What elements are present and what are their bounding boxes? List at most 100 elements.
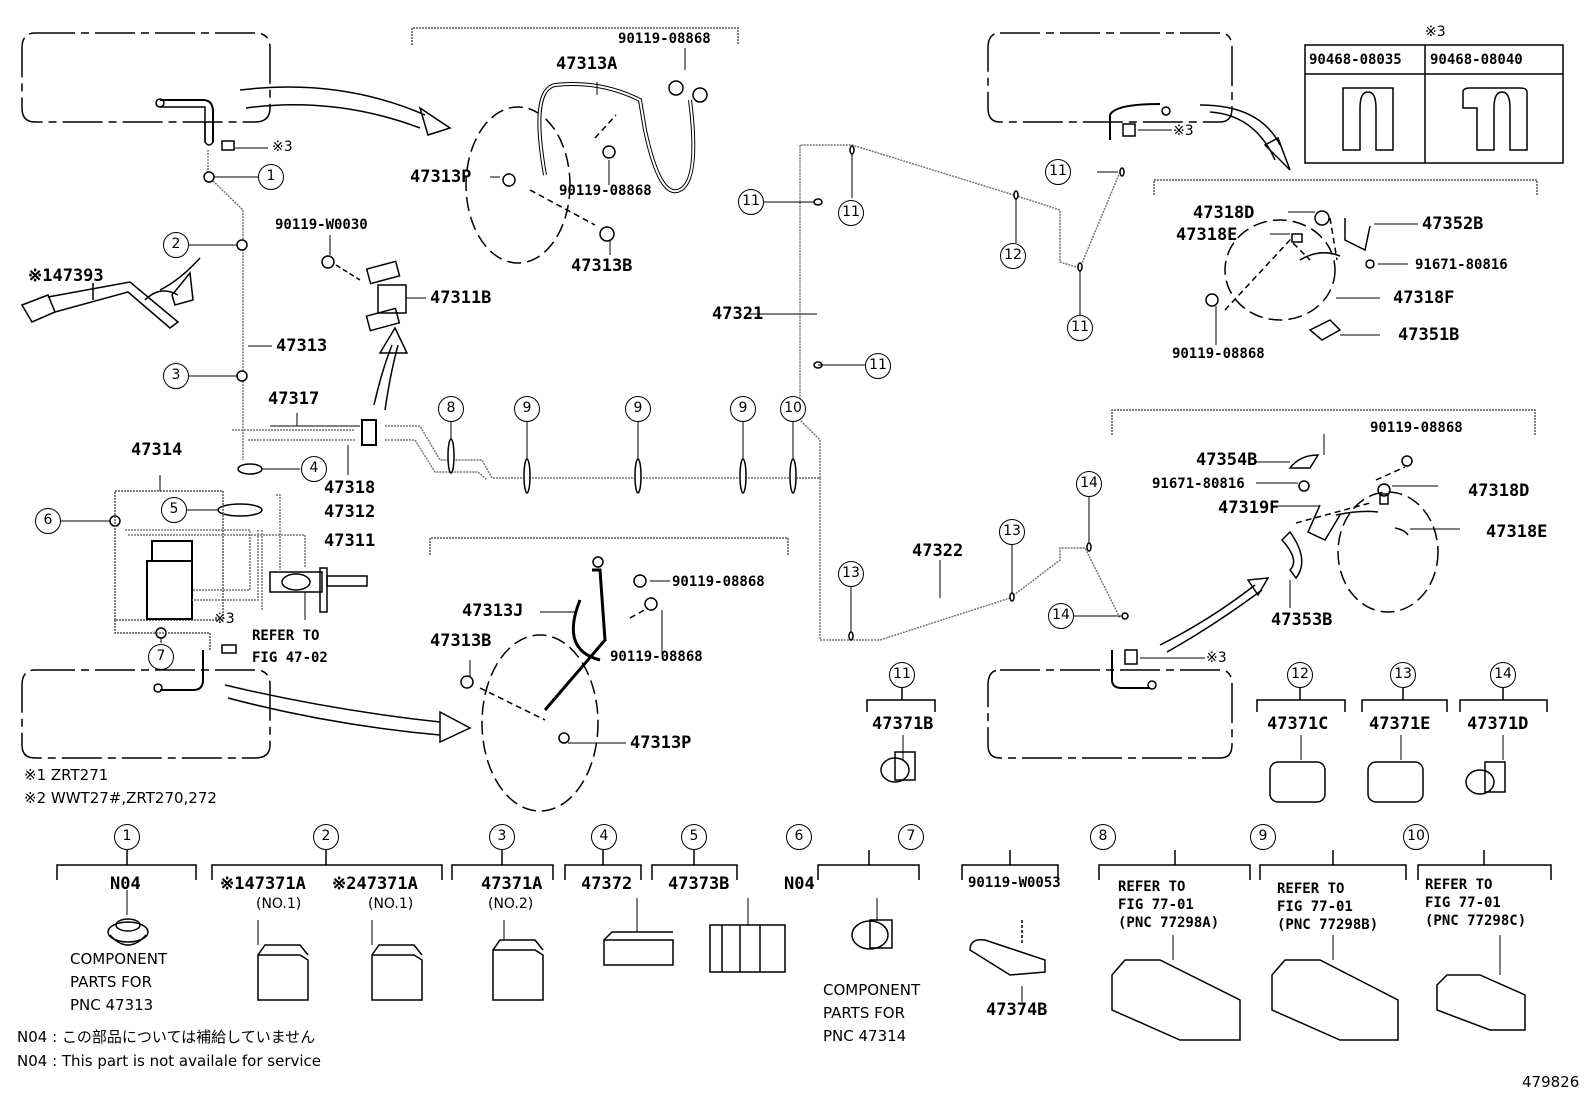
legend-callout-6[interactable]: 6 [786,824,812,850]
refer-fig-47-02-line2[interactable]: FIG 47-02 [252,650,328,666]
legend-part-47371A-no2[interactable]: 47371A [481,874,543,894]
legend-callout-3[interactable]: 3 [489,824,515,850]
legend-callout-5[interactable]: 5 [681,824,707,850]
part-label-90119-08868-bottom-a[interactable]: 90119-08868 [672,574,765,590]
part-label-47318E-top[interactable]: 47318E [1176,225,1238,245]
callout-13-b[interactable]: 13 [999,519,1025,545]
part-label-47319F[interactable]: 47319F [1218,498,1280,518]
legend-refer-77298A[interactable]: REFER TO FIG 77-01 (PNC 77298A) [1118,879,1220,931]
callout-14-a[interactable]: 14 [1076,471,1102,497]
legend-callout-12[interactable]: 12 [1287,662,1313,688]
legend-callout-7[interactable]: 7 [898,824,924,850]
callout-5[interactable]: 5 [161,497,187,523]
part-label-90119-W0030[interactable]: 90119-W0030 [275,217,368,233]
callout-11-e[interactable]: 11 [1067,315,1093,341]
legend-callout-10[interactable]: 10 [1403,824,1429,850]
part-label-90119-08868-top-b[interactable]: 90119-08868 [559,183,652,199]
part-label-90119-08868-bottom-b[interactable]: 90119-08868 [610,649,703,665]
note3-ref-top-left: ※3 [272,139,293,155]
detail-box-top-right [1153,179,1538,345]
clip-table [1304,44,1564,164]
refer-fig-47-02-line1[interactable]: REFER TO [252,628,320,644]
part-label-47311B[interactable]: 47311B [430,288,492,308]
clip-table-col-2[interactable]: 90468-08040 [1430,52,1523,68]
legend-part-47373B[interactable]: 47373B [668,874,730,894]
part-label-47311[interactable]: 47311 [324,531,376,551]
callout-2[interactable]: 2 [163,232,189,258]
callout-4[interactable]: 4 [301,456,327,482]
part-label-47313P-bottom[interactable]: 47313P [630,733,692,753]
legend-callout-11[interactable]: 11 [889,662,915,688]
callout-9-a[interactable]: 9 [514,396,540,422]
callout-3[interactable]: 3 [163,363,189,389]
part-label-47313B-bottom[interactable]: 47313B [430,631,492,651]
callout-11-a[interactable]: 11 [738,189,764,215]
part-label-47313P-top[interactable]: 47313P [410,167,472,187]
part-label-47352B[interactable]: 47352B [1422,214,1484,234]
legend-part-90119-W0053[interactable]: 90119-W0053 [968,875,1061,891]
callout-11-b[interactable]: 11 [838,200,864,226]
part-label-47314[interactable]: 47314 [131,440,183,460]
callout-13-a[interactable]: 13 [838,561,864,587]
legend-callout-4[interactable]: 4 [591,824,617,850]
legend-callout-2[interactable]: 2 [313,824,339,850]
part-label-47393[interactable]: ※147393 [28,266,104,286]
callout-6[interactable]: 6 [35,508,61,534]
callout-14-b[interactable]: 14 [1048,603,1074,629]
legend-part-N04-1[interactable]: N04 [110,874,141,894]
footnote-1: ※1 ZRT271 [24,766,109,784]
callout-9-c[interactable]: 9 [730,396,756,422]
part-label-47313[interactable]: 47313 [276,336,328,356]
part-label-47318E-mid[interactable]: 47318E [1486,522,1548,542]
part-label-91671-80816-mid[interactable]: 91671-80816 [1152,476,1245,492]
legend-part-47371B[interactable]: 47371B [872,714,934,734]
legend-callout-8[interactable]: 8 [1090,824,1116,850]
part-label-90119-08868-top-a[interactable]: 90119-08868 [618,31,711,47]
callout-1[interactable]: 1 [258,164,284,190]
part-label-47312[interactable]: 47312 [324,502,376,522]
legend-refer-77298C[interactable]: REFER TO FIG 77-01 (PNC 77298C) [1425,877,1527,929]
part-label-47318[interactable]: 47318 [324,478,376,498]
legend-desc-pnc-47314: COMPONENT PARTS FOR PNC 47314 [823,981,921,1045]
part-label-90119-08868-top-right[interactable]: 90119-08868 [1172,346,1265,362]
legend-callout-14[interactable]: 14 [1490,662,1516,688]
legend-callout-9[interactable]: 9 [1250,824,1276,850]
callout-9-b[interactable]: 9 [625,396,651,422]
part-label-47313A[interactable]: 47313A [556,54,618,74]
legend-part-47371C[interactable]: 47371C [1267,714,1329,734]
detail-box-top-center [411,27,739,264]
legend-part-N04-6[interactable]: N04 [784,874,815,894]
part-label-47322[interactable]: 47322 [912,541,964,561]
part-label-47317[interactable]: 47317 [268,389,320,409]
part-label-47354B[interactable]: 47354B [1196,450,1258,470]
part-label-47313B-top[interactable]: 47313B [571,256,633,276]
legend-part-47371D[interactable]: 47371D [1467,714,1529,734]
callout-11-c[interactable]: 11 [865,353,891,379]
legend-part-47371A-wwt27[interactable]: ※247371A [332,874,418,894]
part-label-47313J[interactable]: 47313J [462,601,524,621]
legend-desc-pnc-47313: COMPONENT PARTS FOR PNC 47313 [70,950,168,1014]
part-label-90119-08868-mid-right[interactable]: 90119-08868 [1370,420,1463,436]
legend-refer-77298B[interactable]: REFER TO FIG 77-01 (PNC 77298B) [1277,881,1379,933]
callout-10[interactable]: 10 [780,396,806,422]
callout-12[interactable]: 12 [1000,243,1026,269]
part-label-47318F[interactable]: 47318F [1393,288,1455,308]
connector-47318 [361,419,377,446]
part-label-47351B[interactable]: 47351B [1398,325,1460,345]
callout-8[interactable]: 8 [438,396,464,422]
callout-7[interactable]: 7 [148,644,174,670]
legend-part-47372[interactable]: 47372 [581,874,633,894]
part-label-91671-80816-top[interactable]: 91671-80816 [1415,257,1508,273]
callout-11-d[interactable]: 11 [1045,159,1071,185]
legend-part-47371A-zrt271[interactable]: ※147371A [220,874,306,894]
clip-table-col-1[interactable]: 90468-08035 [1309,52,1402,68]
part-label-47318D-top[interactable]: 47318D [1193,203,1255,223]
legend-part-sketches [107,751,1526,1041]
legend-part-47374B[interactable]: 47374B [986,1000,1048,1020]
legend-callout-1[interactable]: 1 [114,824,140,850]
legend-callout-13[interactable]: 13 [1390,662,1416,688]
part-label-47353B[interactable]: 47353B [1271,610,1333,630]
legend-part-47371E[interactable]: 47371E [1369,714,1431,734]
part-label-47321[interactable]: 47321 [712,304,764,324]
part-label-47318D-mid[interactable]: 47318D [1468,481,1530,501]
